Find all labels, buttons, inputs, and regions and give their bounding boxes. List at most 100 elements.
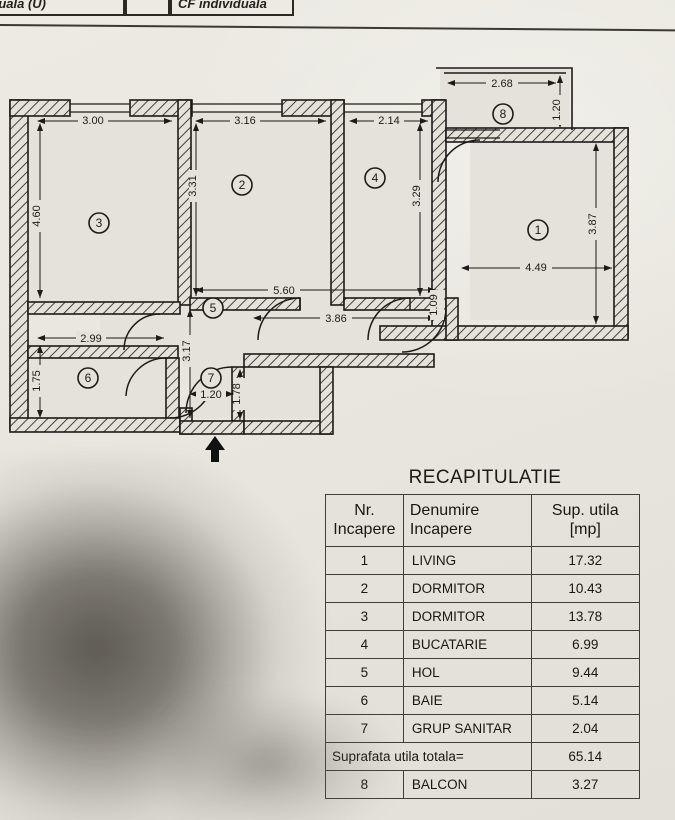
windows: [70, 103, 500, 139]
dim-2.99: 2.99: [76, 331, 106, 345]
svg-text:3.16: 3.16: [234, 115, 255, 127]
svg-text:5: 5: [210, 301, 217, 315]
svg-text:5.60: 5.60: [273, 285, 294, 297]
row-value: 3.27: [530, 770, 641, 799]
top-cropped-table: dividuala (U) CF individuala: [0, 0, 675, 22]
header-nr-incapere: Nr. Incapere: [325, 494, 404, 547]
dim-1.20-wc: 1.20: [196, 387, 226, 401]
row-value: 5.14: [530, 686, 641, 715]
room-marker-1: 1: [527, 219, 549, 241]
svg-text:3: 3: [96, 216, 103, 230]
room-marker-6: 6: [77, 367, 99, 389]
table-row: 6 BAIE 5.14: [325, 686, 641, 715]
total-label: Suprafata utila totala=: [325, 742, 532, 771]
svg-text:1.09: 1.09: [428, 294, 440, 315]
row-value: 2.04: [530, 714, 641, 743]
recap-table: Nr. Incapere Denumire Incapere Sup. util…: [325, 494, 641, 799]
table-row: 7 GRUP SANITAR 2.04: [325, 714, 641, 743]
north-arrow: [205, 436, 225, 462]
svg-text:1.78: 1.78: [231, 383, 243, 404]
svg-text:1: 1: [535, 223, 542, 237]
room-marker-5: 5: [202, 297, 224, 319]
dim-3.16: 3.16: [230, 113, 260, 127]
floor-plan-drawing: 3.00 3.16 2.14 2.68 1.20 4.60 3.31 3.29 …: [0, 40, 675, 465]
table-row: 1 LIVING 17.32: [325, 546, 641, 575]
dim-2.14: 2.14: [374, 113, 404, 127]
header-denumire-incapere: Denumire Incapere: [402, 494, 532, 547]
room-marker-8: 8: [492, 103, 514, 125]
dim-1.09: 1.09: [428, 290, 444, 320]
row-nr: 8: [325, 770, 404, 799]
room-markers: 3 2 4 1 8 5 6 7: [77, 103, 549, 389]
header-nr-line1: Nr.: [354, 501, 375, 519]
svg-text:2.68: 2.68: [491, 78, 512, 90]
row-nr: 5: [325, 658, 404, 687]
dim-4.60: 4.60: [31, 200, 47, 232]
row-value: 6.99: [530, 630, 641, 659]
balcony-outline: [436, 67, 573, 130]
row-value: 9.44: [530, 658, 641, 687]
header-val-line1: Sup. utila: [551, 501, 619, 519]
header-sup-utila: Sup. utila [mp]: [530, 494, 641, 547]
dim-3.31: 3.31: [187, 170, 204, 202]
row-nr: 4: [325, 630, 404, 659]
row-name: DORMITOR: [402, 602, 532, 631]
room-marker-7: 7: [200, 367, 222, 389]
row-name: DORMITOR: [402, 574, 532, 603]
header-name-line1: Denumire: [409, 501, 480, 519]
dim-1.75: 1.75: [31, 365, 46, 397]
walls: [9, 99, 629, 435]
total-value: 65.14: [530, 742, 641, 771]
svg-text:4.60: 4.60: [31, 205, 43, 226]
row-value: 17.32: [530, 546, 641, 575]
svg-text:3.86: 3.86: [325, 313, 346, 325]
svg-text:1.20: 1.20: [551, 99, 563, 120]
row-nr: 1: [325, 546, 404, 575]
total-row: Suprafata utila totala= 65.14: [325, 742, 641, 771]
table-row: 4 BUCATARIE 6.99: [325, 630, 641, 659]
top-table-cell-3: CF individuala: [170, 0, 294, 16]
row-value: 13.78: [530, 602, 641, 631]
table-row: 5 HOL 9.44: [325, 658, 641, 687]
table-row: 8 BALCON 3.27: [325, 770, 641, 799]
top-table-cell-1: dividuala (U): [0, 0, 125, 16]
header-val-line2: [mp]: [569, 520, 601, 538]
recap-header-row: Nr. Incapere Denumire Incapere Sup. util…: [325, 494, 641, 547]
svg-text:3.87: 3.87: [587, 213, 599, 234]
scan-shadow-smudge: [0, 455, 340, 820]
room-marker-2: 2: [231, 174, 253, 196]
row-nr: 7: [325, 714, 404, 743]
recap-title: RECAPITULATIE: [408, 467, 562, 488]
dim-3.17: 3.17: [181, 335, 197, 367]
header-nr-line2: Incapere: [333, 520, 396, 538]
row-nr: 6: [325, 686, 404, 715]
svg-text:6: 6: [85, 371, 92, 385]
row-name: BALCON: [402, 770, 532, 799]
top-table-cell-2: [125, 0, 170, 16]
dim-4.49: 4.49: [520, 260, 552, 274]
svg-text:3.00: 3.00: [82, 115, 103, 127]
table-row: 3 DORMITOR 13.78: [325, 602, 641, 631]
row-nr: 2: [325, 574, 404, 603]
room-marker-4: 4: [364, 167, 386, 189]
svg-text:2.14: 2.14: [378, 115, 399, 127]
row-name: BAIE: [402, 686, 532, 715]
row-name: LIVING: [402, 546, 532, 575]
svg-text:8: 8: [500, 107, 507, 121]
row-name: BUCATARIE: [402, 630, 532, 659]
top-table-cell-1-text: dividuala (U): [0, 0, 47, 11]
dimension-labels: 3.00 3.16 2.14 2.68 1.20 4.60 3.31 3.29 …: [31, 76, 604, 410]
page-divider-rule: [0, 24, 675, 32]
dim-3.86: 3.86: [320, 311, 352, 325]
dim-1.78: 1.78: [231, 378, 247, 410]
row-name: GRUP SANITAR: [402, 714, 532, 743]
svg-text:2: 2: [239, 178, 246, 192]
dim-3.00: 3.00: [78, 113, 108, 127]
dim-3.29: 3.29: [411, 180, 428, 212]
dim-5.60: 5.60: [268, 283, 300, 297]
svg-text:1.20: 1.20: [200, 389, 221, 401]
room-marker-3: 3: [88, 212, 110, 234]
svg-text:3.29: 3.29: [411, 185, 423, 206]
row-value: 10.43: [530, 574, 641, 603]
